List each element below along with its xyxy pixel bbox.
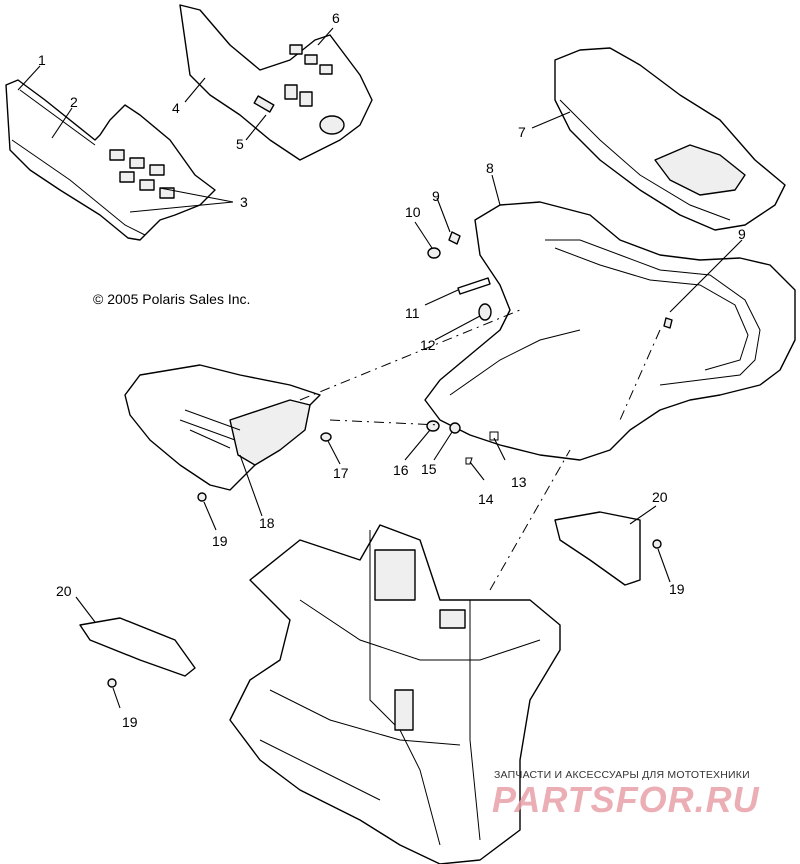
callout-6: 6 <box>332 10 340 26</box>
vehicle-frame <box>229 524 561 864</box>
left-footrest-panel <box>5 79 216 241</box>
callout-19-lower-left: 19 <box>122 714 138 730</box>
left-side-plate <box>79 617 196 677</box>
callout-17: 17 <box>333 465 349 481</box>
callout-1: 1 <box>38 52 46 68</box>
callout-9-right: 9 <box>738 226 746 242</box>
callout-18: 18 <box>259 515 275 531</box>
callout-15: 15 <box>421 461 437 477</box>
watermark-caption: ЗАПЧАСТИ И АКСЕССУАРЫ ДЛЯ МОТОТЕХНИКИ <box>494 769 750 781</box>
callout-12: 12 <box>420 337 436 353</box>
callout-5: 5 <box>236 136 244 152</box>
callout-13: 13 <box>511 474 527 490</box>
callout-9-upper: 9 <box>432 188 440 204</box>
footwell-guard <box>124 364 321 491</box>
callout-20-left: 20 <box>56 583 72 599</box>
callout-19-upper-left: 19 <box>212 533 228 549</box>
callout-14: 14 <box>478 491 494 507</box>
callout-7: 7 <box>518 124 526 140</box>
leader-lines <box>17 27 743 709</box>
seat <box>554 47 786 231</box>
callout-20-right: 20 <box>652 489 668 505</box>
watermark-logo: PARTSFOR.RU <box>492 779 760 820</box>
copyright-notice: © 2005 Polaris Sales Inc. <box>93 291 251 307</box>
callout-3: 3 <box>240 194 248 210</box>
callout-11: 11 <box>405 305 420 321</box>
callout-10: 10 <box>405 204 421 220</box>
callout-8: 8 <box>486 160 494 176</box>
upper-heel-guard <box>179 4 373 161</box>
right-side-plate <box>554 511 641 586</box>
callout-19-right: 19 <box>669 581 685 597</box>
callout-2: 2 <box>70 94 78 110</box>
rear-fender <box>424 201 796 461</box>
callout-4: 4 <box>172 100 180 116</box>
assembly-lines <box>299 309 661 591</box>
callout-16: 16 <box>393 462 409 478</box>
fasteners <box>107 231 673 688</box>
